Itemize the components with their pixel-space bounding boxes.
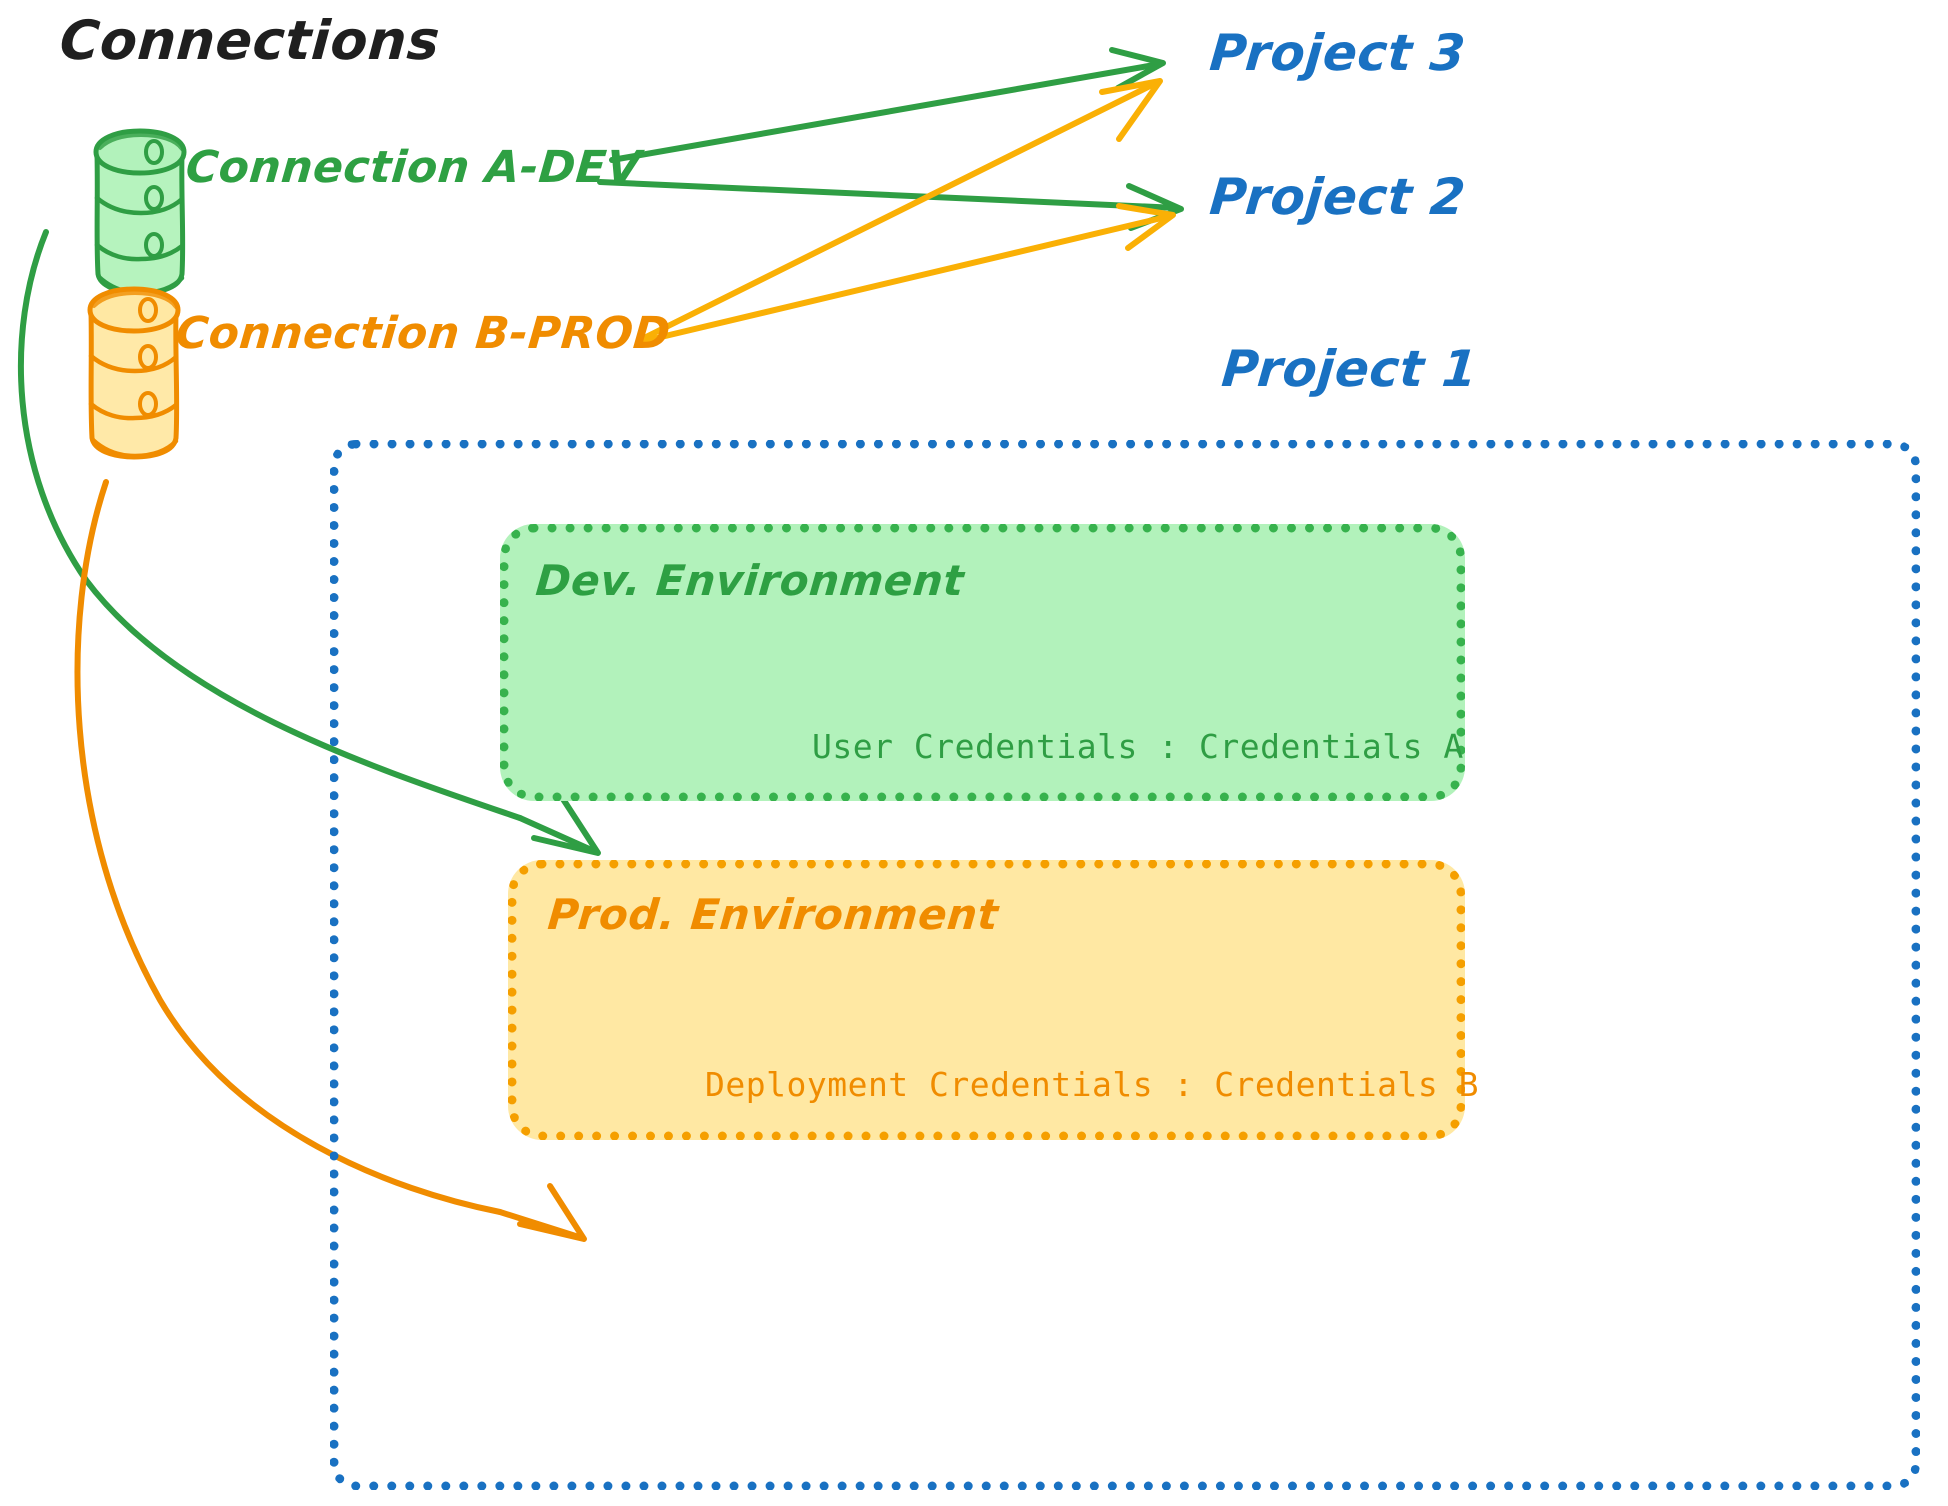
page-title: Connections (57, 9, 443, 72)
dev-environment-box[interactable] (500, 524, 1465, 801)
edge-b-prod-to-project-2 (637, 203, 1176, 345)
project-label-project-1[interactable]: Project 1 (1219, 340, 1480, 398)
edge-a-dev-to-project-2 (597, 179, 1184, 231)
prod-environment-box[interactable] (508, 860, 1465, 1140)
connection-label-a-dev[interactable]: Connection A-DEV (183, 142, 644, 193)
database-cylinder-icon-connection-a-dev[interactable] (93, 128, 187, 296)
connection-label-b-prod[interactable]: Connection B-PROD (173, 308, 673, 359)
dev-environment-credentials: User Credentials : Credentials A (812, 727, 1464, 766)
prod-environment-credentials: Deployment Credentials : Credentials B (705, 1065, 1479, 1104)
project-label-project-3[interactable]: Project 3 (1207, 24, 1468, 82)
prod-environment-title: Prod. Environment (545, 890, 1001, 939)
project-label-project-2[interactable]: Project 2 (1207, 168, 1468, 226)
dev-environment-title: Dev. Environment (533, 556, 967, 605)
project-1-container (330, 440, 1920, 1490)
edge-a-dev-to-dev-environment (17, 229, 601, 856)
edge-b-prod-to-prod-environment (74, 479, 587, 1242)
edge-a-dev-to-project-3 (609, 47, 1166, 163)
edge-b-prod-to-project-3 (637, 78, 1163, 343)
database-cylinder-icon-connection-b-prod[interactable] (87, 286, 181, 460)
